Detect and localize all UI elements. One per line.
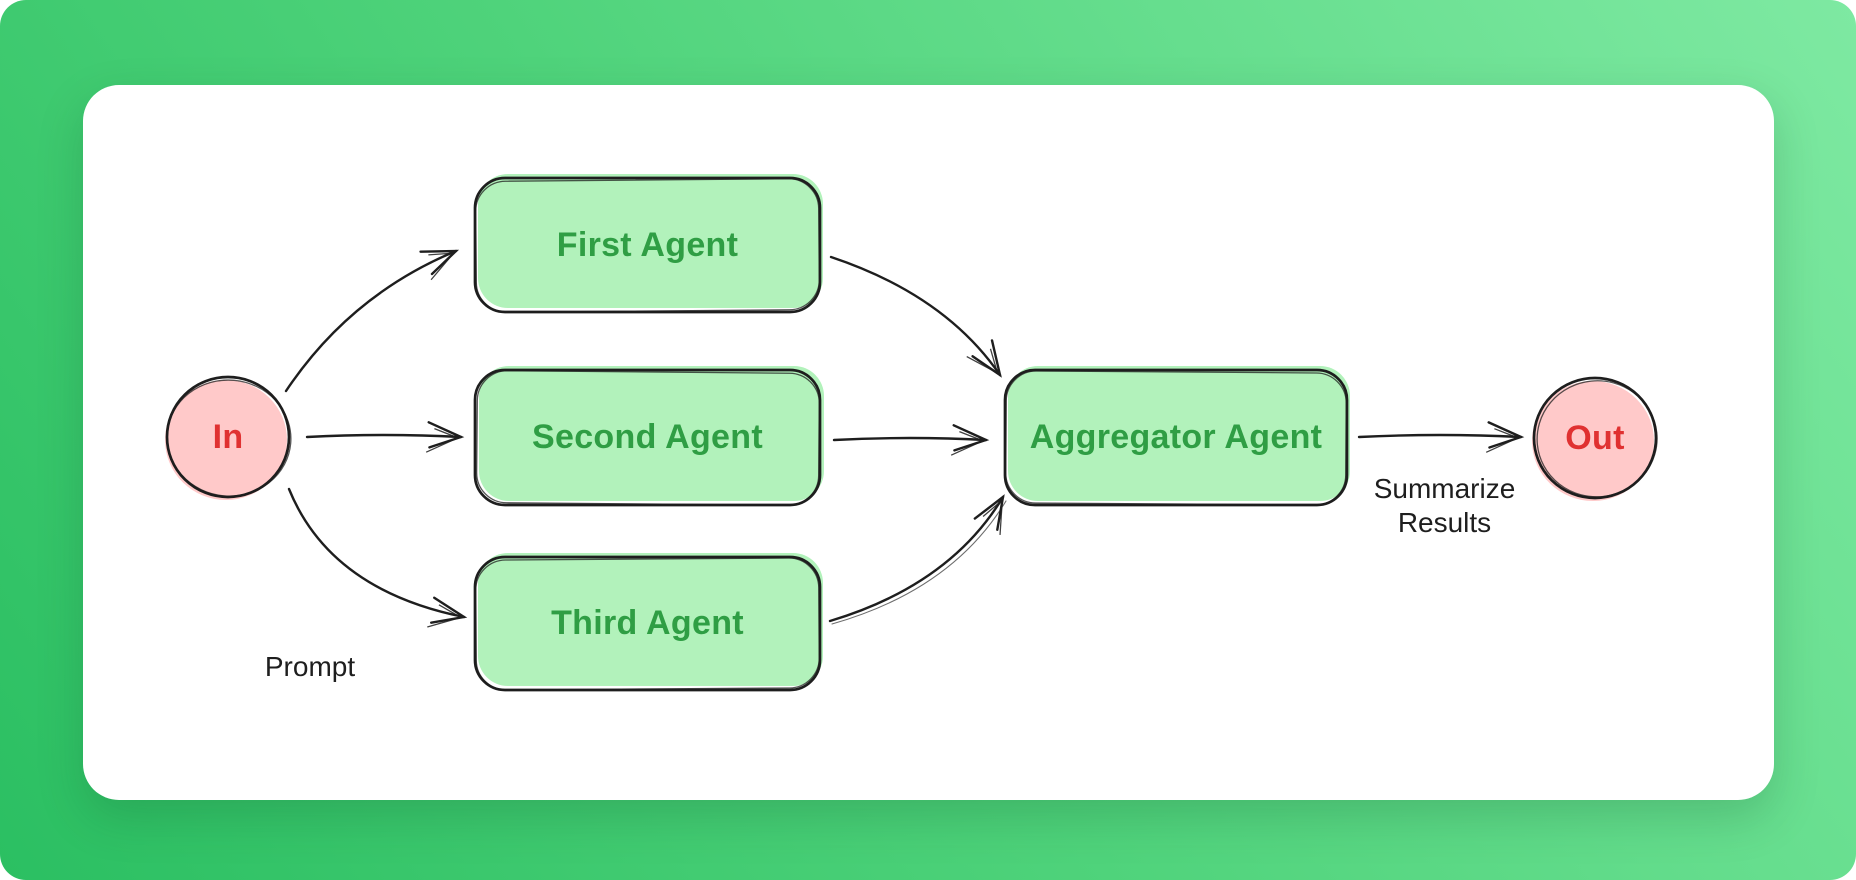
node-label-third-agent: Third Agent xyxy=(551,604,744,642)
edge-third-agent-to-aggregator xyxy=(828,494,1005,623)
edge-second-agent-to-aggregator xyxy=(832,424,990,456)
edges xyxy=(284,249,1525,628)
edge-in-to-second-agent xyxy=(305,421,465,453)
node-second-agent xyxy=(473,366,824,507)
node-in xyxy=(165,375,292,500)
edge-label-prompt: Prompt xyxy=(264,651,356,682)
node-first-agent xyxy=(473,174,823,314)
edge-aggregator-to-out xyxy=(1357,421,1525,453)
edge-in-to-third-agent xyxy=(287,487,468,628)
node-label-in: In xyxy=(212,417,244,456)
node-label-aggregator-agent: Aggregator Agent xyxy=(1029,418,1323,456)
node-out xyxy=(1532,376,1658,501)
edge-third-agent-to-aggregator-sketch xyxy=(831,500,1007,625)
edge-in-to-first-agent xyxy=(284,249,460,393)
node-label-out: Out xyxy=(1565,418,1625,457)
node-aggregator-agent xyxy=(1003,366,1350,507)
node-third-agent xyxy=(473,553,823,692)
edge-first-agent-to-aggregator xyxy=(829,255,1002,378)
node-label-second-agent: Second Agent xyxy=(532,418,763,456)
node-label-first-agent: First Agent xyxy=(556,225,739,264)
edge-label-summarize-results: Summarize Results xyxy=(1373,473,1516,539)
